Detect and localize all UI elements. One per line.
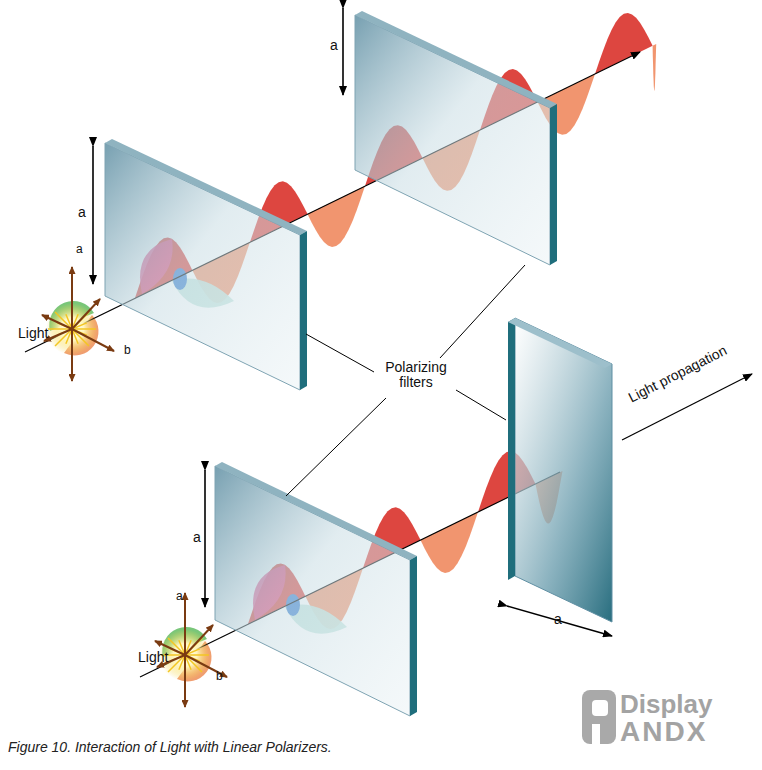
polarizing-filter bbox=[508, 318, 612, 622]
label: Light bbox=[138, 650, 168, 665]
axis-arrow bbox=[93, 8, 612, 636]
vibration-arrow bbox=[185, 625, 213, 655]
axis-label: a bbox=[76, 243, 83, 256]
wave-lobe bbox=[653, 44, 657, 91]
vibration-arrow bbox=[72, 299, 100, 329]
label: Light propagation bbox=[626, 343, 729, 406]
wave-lobe bbox=[308, 186, 366, 247]
light-ray bbox=[55, 329, 72, 346]
leader-line bbox=[286, 265, 525, 496]
wave-lobe bbox=[595, 13, 653, 74]
wave-lobe bbox=[421, 512, 479, 573]
label: Light bbox=[18, 326, 48, 341]
axis-label: b bbox=[216, 670, 223, 683]
polarizing-filter bbox=[215, 462, 417, 716]
light-ray bbox=[168, 638, 185, 655]
vibration-arrow bbox=[71, 329, 73, 381]
axis-label: a bbox=[78, 205, 86, 220]
light-ray bbox=[185, 654, 209, 656]
vibration-arrow bbox=[184, 655, 186, 707]
axis-label: a bbox=[193, 530, 201, 545]
vibration-arrow bbox=[71, 267, 73, 329]
watermark: Display bbox=[620, 690, 713, 719]
watermark-logo bbox=[582, 690, 616, 744]
figure-caption: Figure 10. Interaction of Light with Lin… bbox=[8, 740, 332, 755]
axis-label: a bbox=[330, 38, 338, 53]
polarizing-filter bbox=[355, 11, 557, 265]
axis-label: a bbox=[554, 612, 562, 627]
axis-label: b bbox=[124, 344, 131, 357]
label: Polarizing filters bbox=[378, 360, 454, 391]
polarizing-filter bbox=[105, 139, 307, 390]
light-ray bbox=[72, 328, 96, 330]
vibration-arrow bbox=[72, 329, 114, 351]
watermark: ANDX bbox=[620, 717, 707, 748]
axis-label: a bbox=[176, 590, 183, 603]
light-ray bbox=[55, 312, 72, 329]
vibration-arrow bbox=[184, 593, 186, 655]
light-ray bbox=[168, 655, 185, 672]
light-source bbox=[42, 267, 114, 381]
